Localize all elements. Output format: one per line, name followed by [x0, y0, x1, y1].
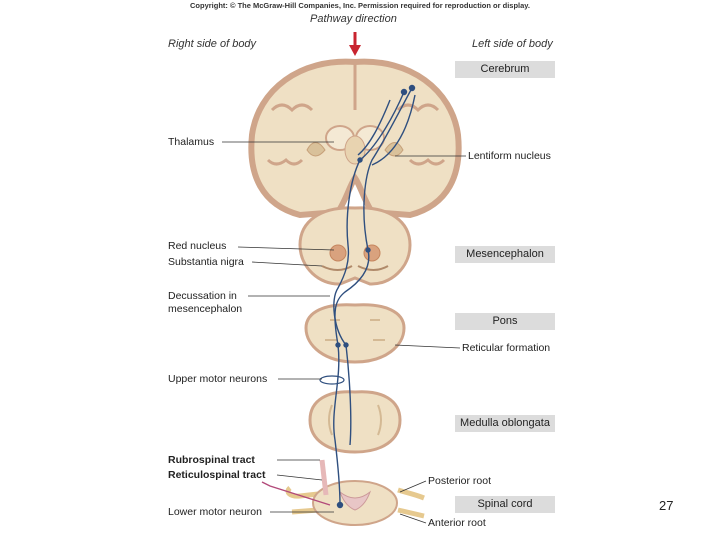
label-upper-motor-neurons: Upper motor neurons — [168, 373, 268, 385]
label-substantia-nigra: Substantia nigra — [168, 256, 244, 268]
motor-pathway-tracts — [333, 84, 416, 509]
label-anterior-root: Anterior root — [428, 517, 486, 529]
pons-section — [304, 303, 406, 364]
mesencephalon-section — [298, 206, 412, 286]
right-side-label: Right side of body — [168, 38, 257, 50]
region-medulla-oblongata: Medulla oblongata — [455, 415, 555, 432]
label-red-nucleus: Red nucleus — [168, 240, 227, 252]
pathway-direction-label: Pathway direction — [310, 13, 397, 25]
upper-motor-neuron-marker — [319, 375, 345, 385]
page-number: 27 — [659, 498, 674, 513]
region-cerebrum: Cerebrum — [455, 61, 555, 78]
lower-motor-neuron-line — [261, 481, 331, 506]
label-rubrospinal-tract: Rubrospinal tract — [168, 454, 255, 466]
label-posterior-root: Posterior root — [428, 475, 492, 487]
label-decussation-line2: mesencephalon — [168, 303, 243, 315]
region-spinal-cord: Spinal cord — [455, 496, 555, 513]
cerebrum-section — [248, 58, 462, 219]
region-pons: Pons — [455, 313, 555, 330]
spinal-tract-band — [319, 459, 329, 496]
left-side-label: Left side of body — [472, 38, 553, 50]
label-lower-motor-neuron: Lower motor neuron — [168, 506, 262, 518]
label-reticular-formation: Reticular formation — [462, 342, 551, 354]
label-thalamus: Thalamus — [168, 136, 215, 148]
label-decussation-line1: Decussation in — [168, 290, 237, 302]
copyright-notice: Copyright: © The McGraw-Hill Companies, … — [189, 1, 531, 10]
region-mesencephalon: Mesencephalon — [455, 246, 555, 263]
spinal-cord-section — [285, 480, 425, 526]
leader-lines — [222, 141, 466, 524]
medulla-section — [308, 390, 402, 454]
label-reticulospinal-tract: Reticulospinal tract — [168, 469, 266, 481]
pathway-direction-arrow — [349, 32, 361, 56]
label-lentiform-nucleus: Lentiform nucleus — [468, 150, 551, 162]
